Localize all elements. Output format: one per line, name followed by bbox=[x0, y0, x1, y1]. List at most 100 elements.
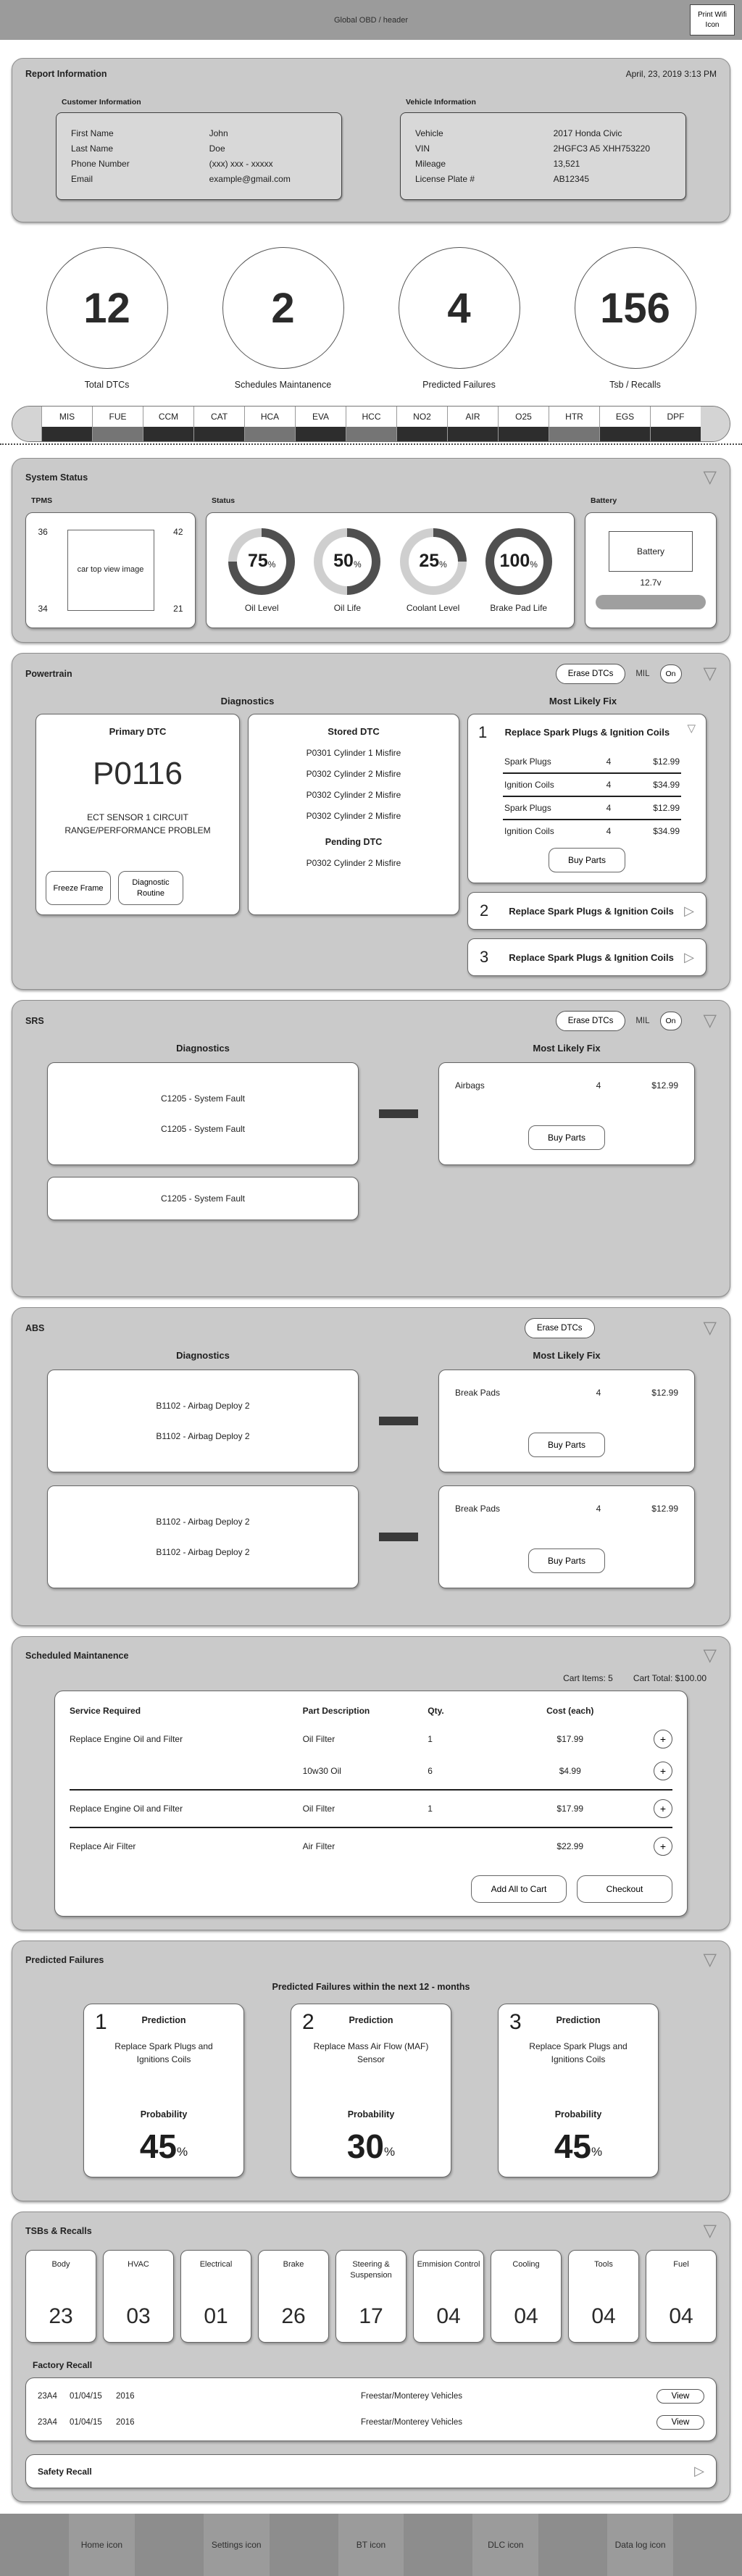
fault-line: B1102 - Airbag Deploy 2 bbox=[156, 1431, 250, 1441]
footer-dlc-icon[interactable]: DLC icon bbox=[488, 2540, 524, 2550]
part-price: $12.99 bbox=[653, 756, 680, 767]
srs-diagnostics-card: C1205 - System Fault C1205 - System Faul… bbox=[47, 1062, 359, 1165]
view-recall-button[interactable]: View bbox=[656, 2389, 704, 2404]
tab-dpf[interactable]: DPF bbox=[650, 407, 701, 441]
erase-dtcs-button[interactable]: Erase DTCs bbox=[555, 664, 626, 684]
battery-image-placeholder: Battery bbox=[609, 531, 693, 572]
buy-parts-button[interactable]: Buy Parts bbox=[528, 1433, 606, 1457]
collapse-icon[interactable]: ▽ bbox=[687, 722, 696, 735]
chevron-right-icon[interactable]: ▷ bbox=[684, 949, 694, 964]
mil-toggle[interactable]: On bbox=[659, 664, 682, 683]
prediction-card-1: 1 Prediction Replace Spark Plugs and Ign… bbox=[83, 2004, 244, 2177]
collapse-icon[interactable]: ▽ bbox=[703, 1950, 717, 1969]
report-info-section: Report Information April, 23, 2019 3:13 … bbox=[12, 58, 730, 222]
mil-label: MIL bbox=[635, 1017, 650, 1025]
fault-line: C1205 - System Fault bbox=[160, 1193, 246, 1204]
tab-o25[interactable]: O25 bbox=[498, 407, 549, 441]
erase-dtcs-button[interactable]: Erase DTCs bbox=[555, 1011, 626, 1031]
cell-qty: 1 bbox=[428, 1734, 433, 1744]
chevron-right-icon[interactable]: ▷ bbox=[694, 2464, 704, 2478]
cell-cost: $17.99 bbox=[556, 1734, 584, 1744]
tab-strip-left-cap bbox=[12, 407, 41, 441]
customer-info-label: Customer Information bbox=[62, 98, 141, 107]
fix-title: Replace Spark Plugs & Ignition Coils bbox=[504, 727, 670, 738]
erase-dtcs-button[interactable]: Erase DTCs bbox=[524, 1318, 595, 1338]
factory-recall-card: 23A4 01/04/15 2016 Freestar/Monterey Veh… bbox=[25, 2377, 717, 2441]
add-all-to-cart-button[interactable]: Add All to Cart bbox=[471, 1875, 567, 1903]
dotted-divider bbox=[0, 443, 742, 445]
diagnostics-header: Diagnostics bbox=[220, 696, 275, 706]
collapse-icon[interactable]: ▽ bbox=[703, 467, 717, 487]
pending-dtc-title: Pending DTC bbox=[325, 837, 383, 847]
safety-recall-row[interactable]: Safety Recall ▷ bbox=[25, 2454, 717, 2488]
add-part-button[interactable]: + bbox=[653, 1837, 672, 1856]
tab-air[interactable]: AIR bbox=[447, 407, 498, 441]
checkout-button[interactable]: Checkout bbox=[577, 1875, 672, 1903]
part-qty: 4 bbox=[596, 1388, 601, 1398]
recall-row: 23A4 01/04/15 2016 Freestar/Monterey Veh… bbox=[38, 2383, 704, 2409]
part-qty: 4 bbox=[596, 1080, 601, 1091]
collapse-icon[interactable]: ▽ bbox=[703, 664, 717, 683]
tab-egs[interactable]: EGS bbox=[599, 407, 650, 441]
recall-year: 2016 bbox=[116, 2392, 135, 2401]
tab-hcc[interactable]: HCC bbox=[346, 407, 396, 441]
prediction-description: Replace Spark Plugs and Ignitions Coils bbox=[114, 2041, 213, 2064]
dtc-code-line: P0302 Cylinder 2 Misfire bbox=[306, 769, 401, 779]
fix-card-2[interactable]: 2 Replace Spark Plugs & Ignition Coils ▷ bbox=[467, 892, 706, 930]
buy-parts-button[interactable]: Buy Parts bbox=[528, 1125, 606, 1150]
tab-eva[interactable]: EVA bbox=[295, 407, 346, 441]
cell-qty: 1 bbox=[428, 1804, 433, 1814]
tab-htr[interactable]: HTR bbox=[549, 407, 599, 441]
table-row: Replace Engine Oil and Filter Oil Filter… bbox=[70, 1793, 672, 1825]
battery-voltage: 12.7v bbox=[640, 578, 662, 588]
print-wifi-button[interactable]: Print Wifi Icon bbox=[690, 4, 735, 36]
add-part-button[interactable]: + bbox=[653, 1799, 672, 1818]
footer-block bbox=[538, 2514, 608, 2576]
footer-home-icon[interactable]: Home icon bbox=[80, 2540, 123, 2550]
tab-cat[interactable]: CAT bbox=[193, 407, 244, 441]
footer-data-log-icon[interactable]: Data log icon bbox=[614, 2540, 666, 2550]
dtc-code-line: P0302 Cylinder 2 Misfire bbox=[306, 811, 401, 821]
buy-parts-button[interactable]: Buy Parts bbox=[528, 1548, 606, 1573]
tab-hca[interactable]: HCA bbox=[244, 407, 295, 441]
tab-fue[interactable]: FUE bbox=[92, 407, 143, 441]
app-footer: Home icon Settings icon BT icon DLC icon… bbox=[0, 2514, 742, 2576]
tsb-recalls-label: Tsb / Recalls bbox=[609, 380, 661, 390]
chevron-right-icon[interactable]: ▷ bbox=[684, 903, 694, 918]
field-value: AB12345 bbox=[553, 174, 589, 184]
add-part-button[interactable]: + bbox=[653, 1730, 672, 1748]
footer-bt-icon[interactable]: BT icon bbox=[356, 2540, 386, 2550]
tsbs-recalls-title: TSBs & Recalls bbox=[25, 2226, 92, 2236]
collapse-icon[interactable]: ▽ bbox=[703, 2221, 717, 2241]
view-recall-button[interactable]: View bbox=[656, 2415, 704, 2430]
buy-parts-button[interactable]: Buy Parts bbox=[548, 848, 626, 872]
add-part-button[interactable]: + bbox=[653, 1762, 672, 1780]
freeze-frame-button[interactable]: Freeze Frame bbox=[46, 871, 111, 905]
part-price: $34.99 bbox=[653, 780, 680, 790]
collapse-icon[interactable]: ▽ bbox=[703, 1011, 717, 1030]
tab-status-block bbox=[600, 427, 650, 441]
tab-no2[interactable]: NO2 bbox=[396, 407, 447, 441]
category-label: Tools bbox=[594, 2260, 613, 2269]
tab-mis[interactable]: MIS bbox=[41, 407, 92, 441]
fix-card-3[interactable]: 3 Replace Spark Plugs & Ignition Coils ▷ bbox=[467, 938, 706, 976]
tire-pressure-front-left: 36 bbox=[38, 527, 48, 537]
tab-ccm[interactable]: CCM bbox=[143, 407, 193, 441]
diagnostic-routine-button[interactable]: Diagnostic Routine bbox=[118, 871, 183, 905]
collapse-icon[interactable]: ▽ bbox=[703, 1318, 717, 1338]
mil-toggle[interactable]: On bbox=[659, 1012, 682, 1030]
collapse-icon[interactable]: ▽ bbox=[703, 1646, 717, 1665]
footer-settings-icon[interactable]: Settings icon bbox=[211, 2540, 262, 2550]
